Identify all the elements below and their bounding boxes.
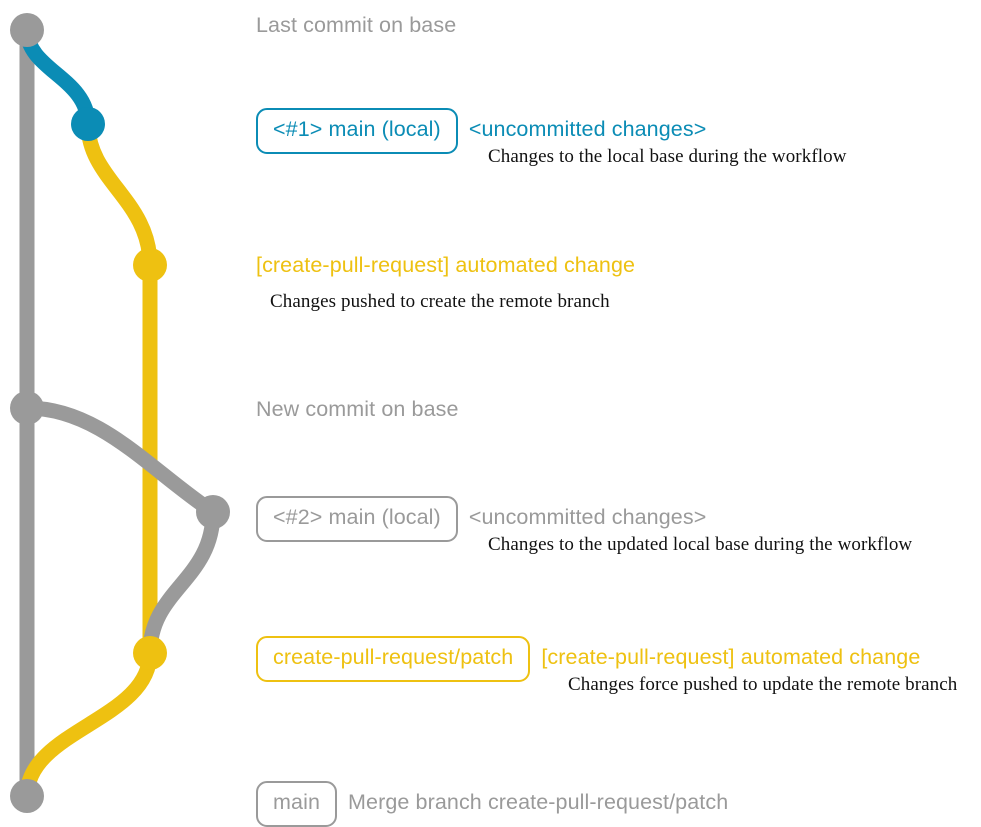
commit-description-local-change-2: Changes to the updated local base during…: [488, 534, 913, 555]
commit-row-automated-change-1: [create-pull-request] automated change: [256, 253, 636, 278]
ref-pill-main-local-1[interactable]: <#1> main (local): [256, 108, 458, 154]
commit-node-new-commit-on-base[interactable]: [10, 391, 44, 425]
commit-row-local-change-2: <#2> main (local) <uncommitted changes>: [256, 496, 706, 542]
commit-description-local-change-1: Changes to the local base during the wor…: [488, 146, 847, 167]
commit-title: Last commit on base: [256, 13, 457, 37]
commit-row-automated-change-2: create-pull-request/patch [create-pull-r…: [256, 636, 920, 682]
commit-row-merge-commit: main Merge branch create-pull-request/pa…: [256, 781, 728, 827]
commit-description-automated-change-2: Changes force pushed to update the remot…: [568, 674, 958, 695]
edge-local-1-to-remote-1: [80, 116, 158, 273]
commit-node-local-change-1[interactable]: [71, 107, 105, 141]
commit-node-automated-change-1[interactable]: [133, 248, 167, 282]
edge-base-to-local-2: [19, 400, 221, 520]
edge-remote-2-to-merge: [19, 645, 158, 804]
ref-pill-main[interactable]: main: [256, 781, 338, 827]
commit-row-last-commit-on-base: Last commit on base: [256, 13, 457, 38]
commit-node-local-change-2[interactable]: [196, 495, 230, 529]
edge-local-2-to-remote-2: [142, 504, 221, 661]
commit-title: [create-pull-request] automated change: [541, 645, 921, 669]
ref-pill-main-local-2[interactable]: <#2> main (local): [256, 496, 458, 542]
commit-title: <uncommitted changes>: [468, 505, 707, 529]
commit-row-new-commit-on-base: New commit on base: [256, 397, 459, 422]
commit-title: New commit on base: [256, 397, 459, 421]
commit-description-automated-change-1: Changes pushed to create the remote bran…: [270, 291, 610, 312]
commit-title: <uncommitted changes>: [468, 117, 707, 141]
commit-row-local-change-1: <#1> main (local) <uncommitted changes>: [256, 108, 706, 154]
commit-node-merge-commit[interactable]: [10, 779, 44, 813]
commit-node-last-commit-on-base[interactable]: [10, 13, 44, 47]
commit-title: Merge branch create-pull-request/patch: [348, 790, 729, 814]
commit-node-automated-change-2[interactable]: [133, 636, 167, 670]
ref-pill-create-pull-request-patch[interactable]: create-pull-request/patch: [256, 636, 531, 682]
commit-title: [create-pull-request] automated change: [256, 253, 636, 277]
